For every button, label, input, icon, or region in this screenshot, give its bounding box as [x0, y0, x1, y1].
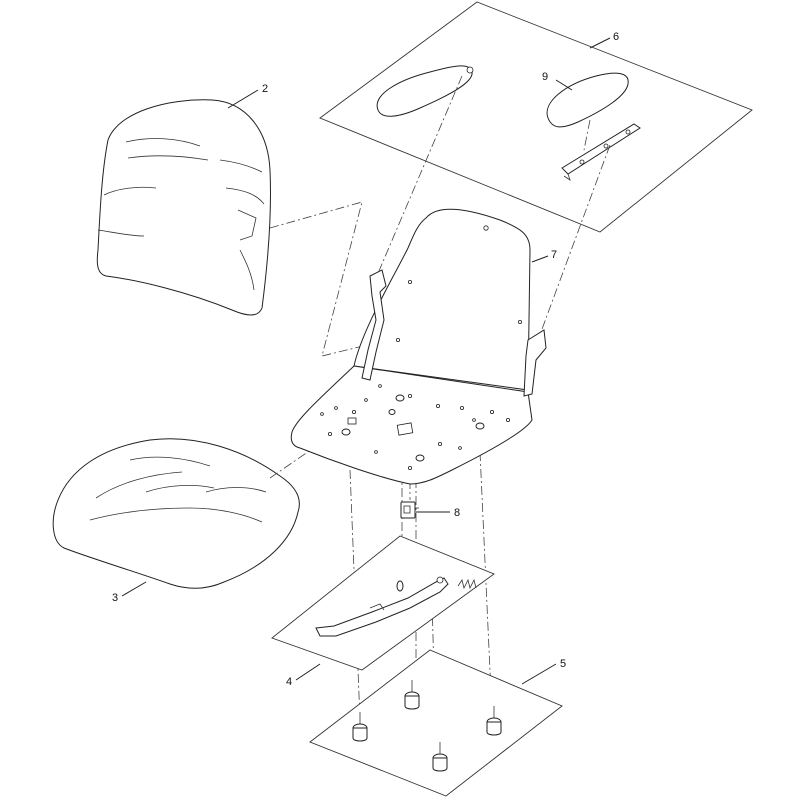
callout-4: 4 [286, 663, 321, 688]
isolator-mount-front-right [432, 742, 448, 772]
pan-fasteners [341, 394, 485, 462]
svg-text:8: 8 [454, 507, 460, 519]
svg-text:5: 5 [560, 658, 566, 670]
svg-text:9: 9 [542, 71, 548, 83]
callout-8: 8 [416, 507, 460, 519]
spring [457, 578, 477, 590]
svg-text:7: 7 [551, 249, 557, 261]
mount-plane-panel [309, 649, 563, 797]
armrest-plane-panel [319, 1, 753, 233]
svg-text:6: 6 [613, 31, 619, 43]
seat-frame [290, 208, 547, 485]
isolator-mount-front-left [352, 712, 368, 742]
isolator-mount-rear-left [404, 680, 420, 710]
callout-3: 3 [112, 581, 147, 604]
callout-5: 5 [521, 658, 566, 685]
svg-text:4: 4 [286, 676, 292, 688]
seat-cushion [52, 438, 300, 589]
svg-text:3: 3 [112, 592, 118, 604]
callout-2: 2 [227, 83, 268, 109]
callout-7: 7 [531, 249, 557, 263]
right-armrest [546, 72, 629, 128]
isolator-mount-rear-right [486, 706, 502, 736]
backrest-cushion [96, 99, 272, 316]
slide-rail [315, 576, 449, 637]
callout-9: 9 [542, 71, 573, 91]
left-armrest [376, 65, 474, 117]
slide-rail-panel [271, 535, 495, 671]
callout-6: 6 [589, 31, 619, 49]
svg-text:2: 2 [262, 83, 268, 95]
seat-switch [400, 501, 419, 519]
armrest-bracket [561, 123, 641, 181]
